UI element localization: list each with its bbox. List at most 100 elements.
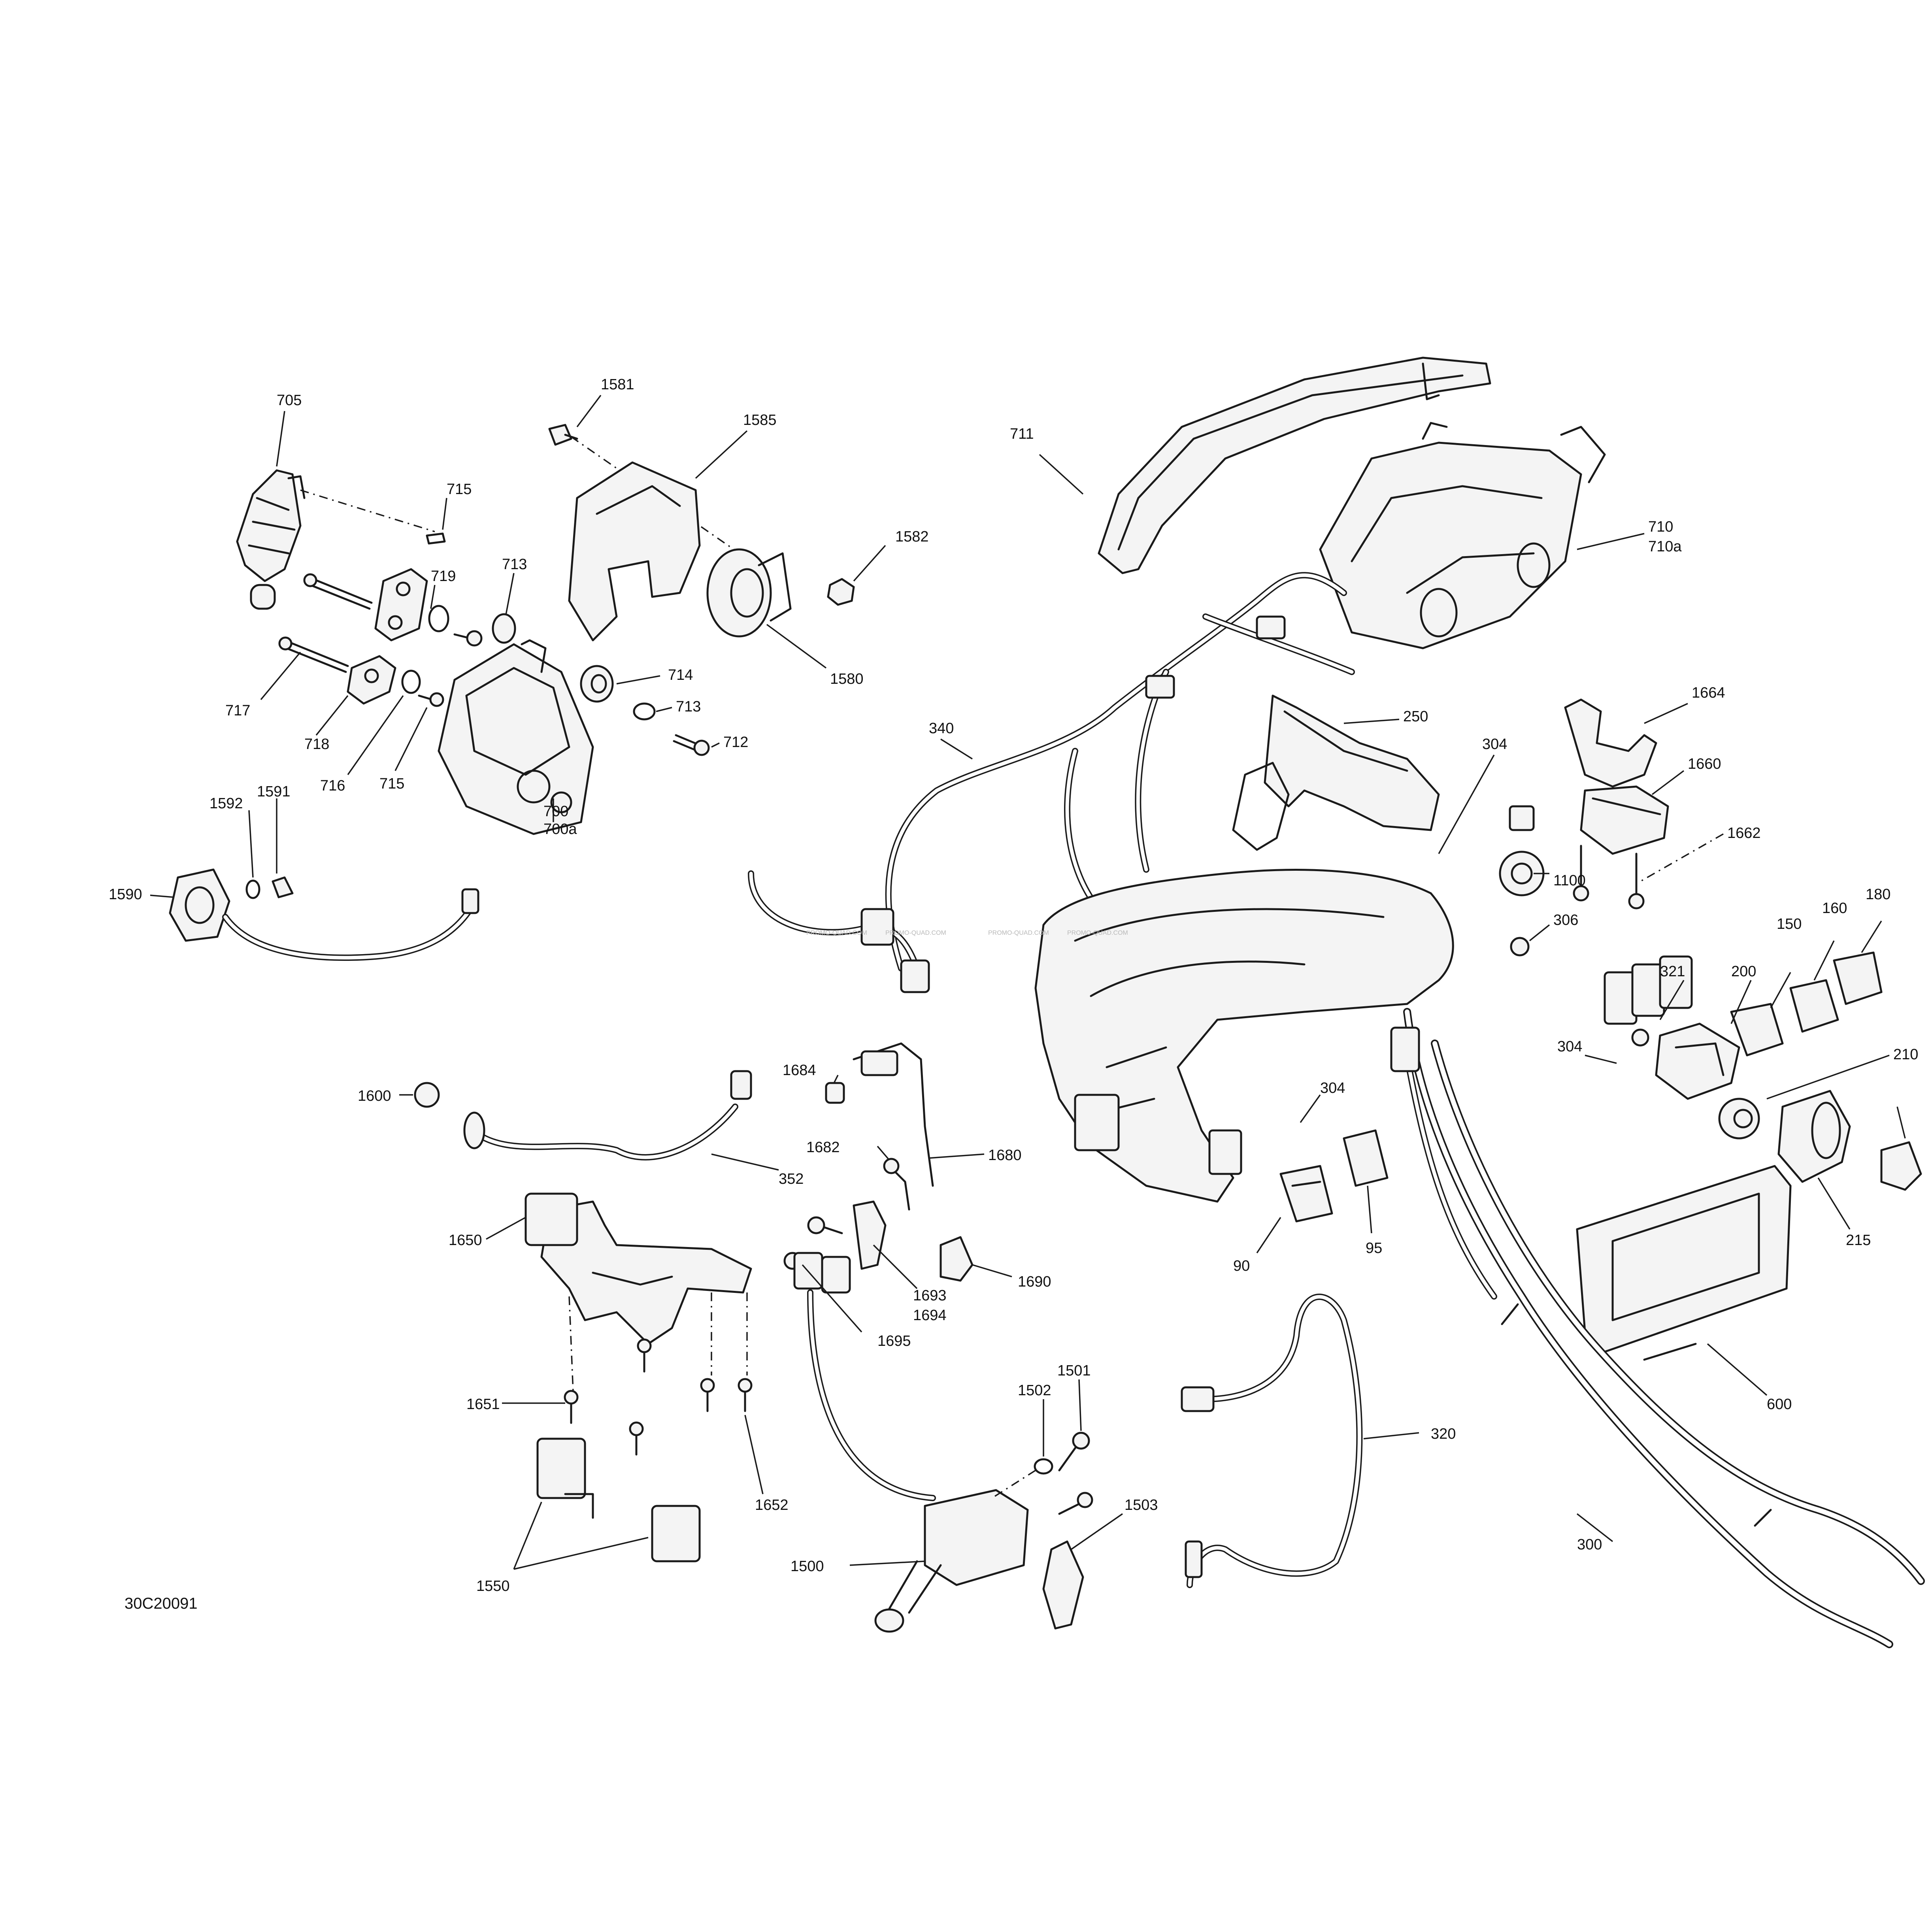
socket-1590[interactable] — [169, 868, 230, 942]
bolt-1503[interactable] — [1058, 1492, 1093, 1515]
bolt-715-upper[interactable] — [426, 532, 446, 545]
screw-upper[interactable] — [453, 630, 483, 647]
callout-705: 705 — [277, 392, 302, 409]
callout-600: 600 — [1767, 1396, 1792, 1413]
grommet-714[interactable] — [580, 665, 614, 703]
switch-95[interactable] — [1343, 1129, 1389, 1187]
watermark: PROMO-QUAD.COM PROMO-QUAD.COM PROMO-QUAD… — [806, 930, 1128, 936]
callout-717: 717 — [225, 702, 250, 719]
callout-1503: 1503 — [1124, 1497, 1158, 1513]
callout-1660: 1660 — [1688, 756, 1721, 772]
callout-95: 95 — [1366, 1240, 1382, 1257]
callout-711: 711 — [1010, 426, 1034, 442]
callout-300: 300 — [1577, 1536, 1602, 1553]
sensor-1690[interactable] — [940, 1236, 974, 1282]
long-bolt-717-lower[interactable] — [278, 636, 349, 673]
bolt-1693[interactable] — [807, 1216, 843, 1234]
callout-160: 160 — [1822, 900, 1847, 917]
washer-1502[interactable] — [1034, 1458, 1053, 1475]
reference-code: 30C20091 — [125, 1595, 198, 1612]
callout-1591: 1591 — [257, 783, 291, 800]
callout-712: 712 — [723, 734, 748, 751]
screw-center[interactable] — [637, 1338, 652, 1373]
relay-1550-b[interactable] — [651, 1505, 701, 1562]
callout-304-middle: 304 — [1557, 1038, 1582, 1055]
rocker-switch-160[interactable] — [1789, 979, 1839, 1033]
nut-1582[interactable] — [827, 578, 855, 606]
headlight-upper-705[interactable] — [236, 469, 306, 610]
screw-715-lower[interactable] — [418, 692, 444, 707]
switch-1500[interactable] — [874, 1489, 1029, 1633]
long-bolt-717-upper[interactable] — [303, 573, 373, 610]
washer-713-lower[interactable] — [633, 702, 656, 721]
ignition-switch-210[interactable] — [1718, 1098, 1760, 1140]
callout-labels: 705 715 719 713 717 718 716 715 714 713 … — [109, 376, 1918, 1594]
washer-1592[interactable] — [245, 879, 260, 899]
bolt-1581[interactable] — [548, 424, 578, 446]
sensor-1680[interactable] — [853, 1042, 934, 1187]
headlight-bezel-711[interactable] — [1098, 357, 1491, 574]
screw-1591[interactable] — [272, 876, 294, 898]
screw-1651[interactable] — [564, 1390, 579, 1424]
wire-1590[interactable] — [222, 888, 479, 961]
main-harness-300[interactable] — [1390, 1008, 1925, 1648]
callout-713-lower: 713 — [676, 698, 701, 715]
harness-352[interactable] — [463, 1070, 752, 1160]
callout-1590: 1590 — [109, 886, 142, 903]
screw-321[interactable] — [1631, 1028, 1649, 1047]
key-cover-215[interactable] — [1777, 1090, 1851, 1183]
nut-306[interactable] — [1510, 937, 1530, 957]
callout-718: 718 — [304, 736, 329, 753]
screw-1652-a[interactable] — [700, 1378, 715, 1412]
relay-bracket-1650[interactable] — [525, 1192, 752, 1345]
switch-bank[interactable] — [1604, 955, 1693, 1025]
socket-1600[interactable] — [414, 1082, 440, 1108]
bracket-718[interactable] — [347, 655, 396, 705]
harness-320[interactable] — [1181, 1293, 1363, 1588]
headlight-700[interactable] — [438, 639, 594, 835]
bracket-1503[interactable] — [1042, 1540, 1084, 1630]
bolt-712[interactable] — [673, 734, 710, 756]
washer-716[interactable] — [401, 670, 421, 694]
callout-714: 714 — [668, 667, 693, 683]
bolt-1682[interactable] — [883, 1158, 910, 1211]
horn-bracket-1585[interactable] — [568, 461, 701, 641]
horn-1580[interactable] — [706, 548, 792, 638]
bracket-719[interactable] — [374, 568, 428, 641]
callout-1600: 1600 — [358, 1088, 391, 1104]
cap-1684[interactable] — [825, 1082, 845, 1104]
callout-1550: 1550 — [476, 1578, 510, 1594]
frame-250[interactable] — [1264, 694, 1440, 831]
dashboard-frame[interactable] — [1034, 762, 1454, 1203]
relay-1550-a[interactable] — [536, 1438, 594, 1519]
screw-1652-b[interactable] — [738, 1378, 753, 1412]
rocker-switch-150[interactable] — [1730, 1003, 1784, 1057]
screw-lower[interactable] — [629, 1421, 644, 1456]
callout-1650: 1650 — [449, 1232, 482, 1249]
callout-715-lower: 715 — [379, 775, 404, 792]
instrument-cluster-600[interactable] — [1576, 1165, 1792, 1361]
callout-304-lower: 304 — [1320, 1080, 1345, 1096]
bolt-1501[interactable] — [1058, 1432, 1090, 1472]
screw-1662-b[interactable] — [1628, 853, 1645, 909]
callout-1682: 1682 — [806, 1139, 840, 1156]
switch-cover-200[interactable] — [1655, 1023, 1740, 1100]
rocker-switch-180[interactable] — [1833, 951, 1883, 1005]
bracket-1693[interactable] — [853, 1200, 887, 1270]
washer-719[interactable] — [428, 605, 449, 632]
switch-90[interactable] — [1279, 1165, 1333, 1223]
callout-200: 200 — [1731, 963, 1756, 980]
harness-1500[interactable] — [793, 1252, 936, 1501]
callout-1693: 1693 — [913, 1287, 947, 1304]
svg-text:PROMO-QUAD.COM: PROMO-QUAD.COM — [1067, 930, 1128, 936]
key-fob-210[interactable] — [1880, 1141, 1922, 1191]
callout-306: 306 — [1553, 912, 1578, 928]
accessory-outlet-1100[interactable] — [1499, 805, 1545, 896]
headlight-support-710[interactable] — [1319, 422, 1606, 649]
bushing-713-upper[interactable] — [492, 613, 516, 644]
bracket-1664[interactable] — [1564, 698, 1657, 788]
screw-1662-a[interactable] — [1573, 845, 1589, 902]
relay-1660[interactable] — [1580, 785, 1669, 855]
callout-304-upper: 304 — [1482, 736, 1507, 753]
harness-340[interactable] — [748, 572, 1355, 993]
